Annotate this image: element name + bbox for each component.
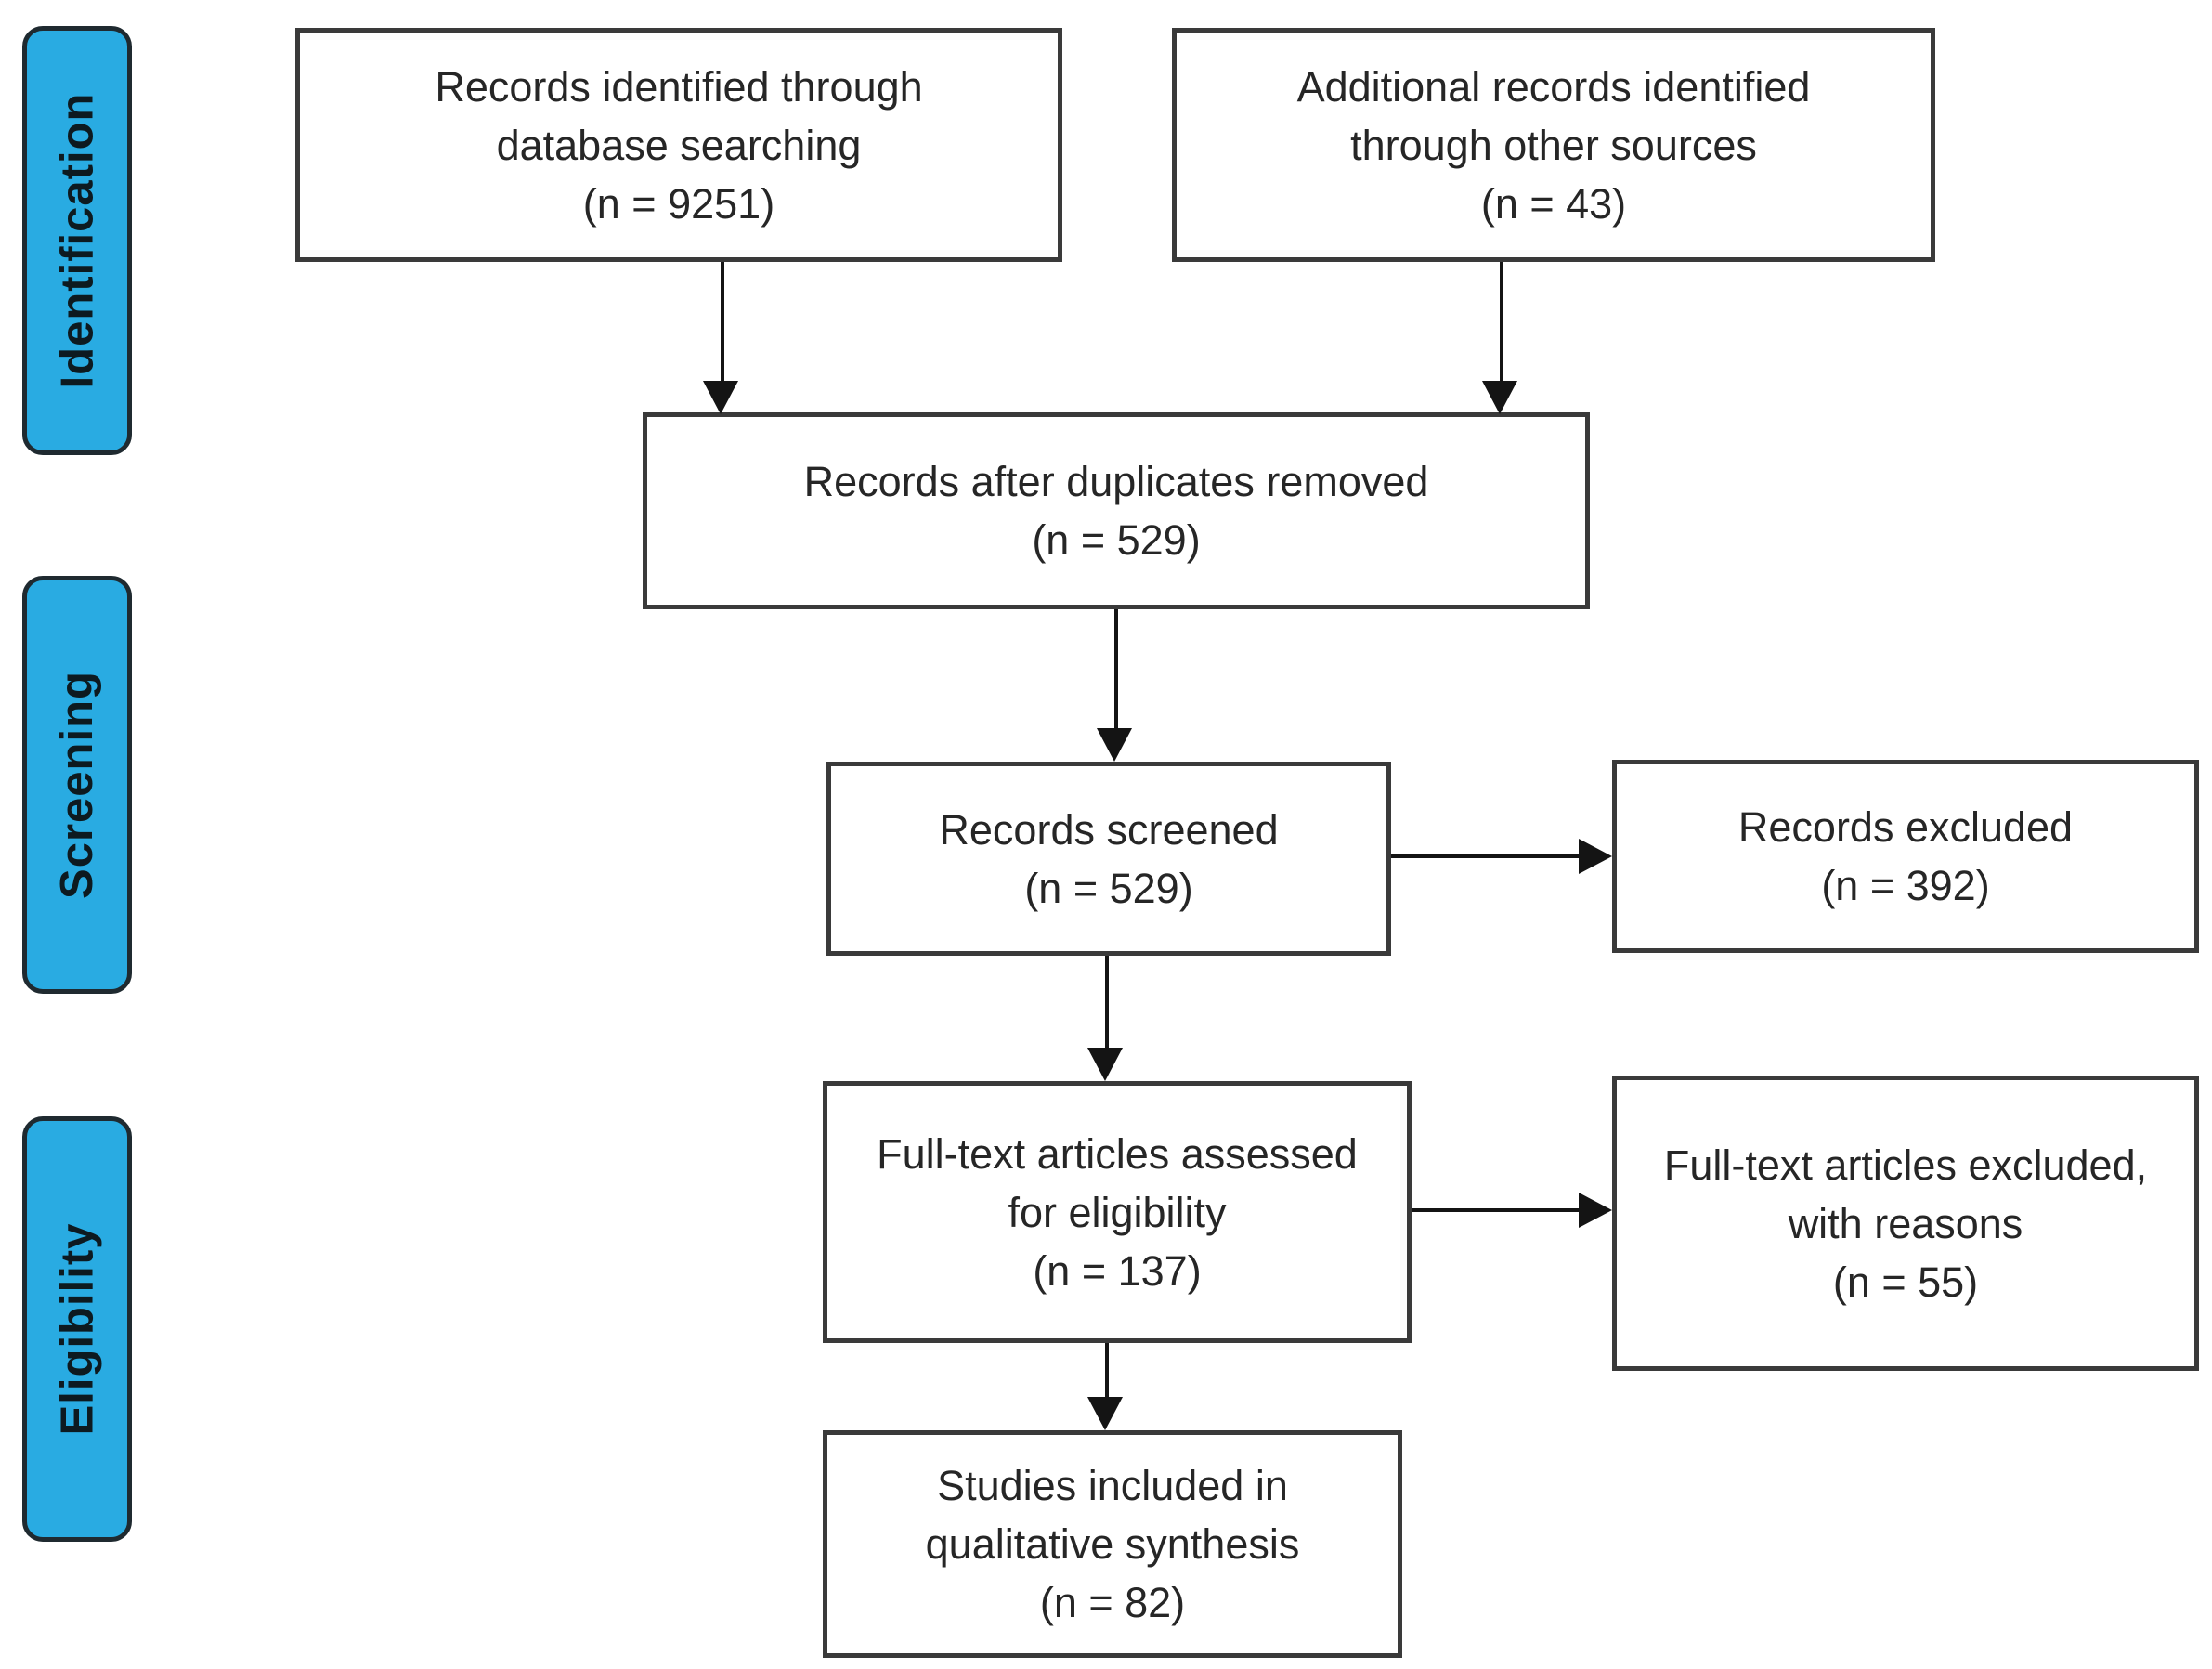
box-count: (n = 392) [1821,862,1990,909]
arrowhead-down-icon [1087,1397,1123,1430]
stage-band-screening: Screening [22,576,132,994]
stage-label-screening: Screening [52,671,103,899]
box-text-line: Records excluded [1737,803,2074,851]
box-fulltext-excluded: Full-text articles excluded, with reason… [1612,1076,2199,1371]
stage-label-identification: Identification [52,92,103,389]
arrow-fulltext-to-fulltext-excluded [1412,1208,1581,1212]
box-count: (n = 529) [1024,864,1193,912]
stage-band-identification: Identification [22,26,132,455]
box-fulltext-assessed: Full-text articles assessed for eligibil… [823,1081,1412,1343]
box-text-line: Studies included in [937,1462,1288,1509]
arrow-identified-to-deduplicated [721,262,724,381]
arrow-screened-to-excluded [1391,854,1581,858]
box-text-line: Additional records identified [1296,62,1811,111]
box-text-line: with reasons [1788,1199,2023,1247]
box-count: (n = 82) [1039,1579,1186,1626]
box-duplicates-removed: Records after duplicates removed (n = 52… [643,412,1590,609]
arrow-fulltext-to-included [1105,1343,1109,1397]
arrowhead-right-icon [1579,839,1612,874]
box-text-line: database searching [496,121,862,169]
box-count: (n = 43) [1480,179,1627,228]
box-count: (n = 529) [1032,516,1201,564]
box-additional-records: Additional records identified through ot… [1172,28,1935,262]
arrowhead-down-icon [703,381,738,414]
box-text-line: through other sources [1350,121,1757,169]
arrow-screened-to-fulltext [1105,956,1109,1048]
arrowhead-down-icon [1097,728,1132,762]
box-text-line: Full-text articles excluded, [1663,1141,2148,1189]
box-text-line: Full-text articles assessed [877,1129,1358,1178]
box-text-line: for eligibility [1008,1188,1227,1236]
box-records-screened: Records screened (n = 529) [826,762,1391,956]
box-count: (n = 9251) [582,179,775,228]
arrowhead-right-icon [1579,1193,1612,1228]
box-count: (n = 55) [1832,1258,1979,1306]
box-text-line: qualitative synthesis [925,1520,1300,1568]
box-text-line: Records screened [939,805,1279,854]
box-text-line: Records after duplicates removed [803,458,1429,505]
stage-band-eligibility: Eligibility [22,1116,132,1542]
box-text-line: Records identified through [435,62,923,111]
arrow-additional-to-deduplicated [1500,262,1503,381]
arrowhead-down-icon [1482,381,1517,414]
arrow-deduplicated-to-screened [1114,609,1118,728]
arrowhead-down-icon [1087,1048,1123,1081]
box-records-excluded: Records excluded (n = 392) [1612,760,2199,953]
box-count: (n = 137) [1033,1246,1202,1295]
box-studies-included: Studies included in qualitative synthesi… [823,1430,1402,1658]
stage-label-eligibility: Eligibility [52,1222,103,1436]
box-records-identified: Records identified through database sear… [295,28,1062,262]
